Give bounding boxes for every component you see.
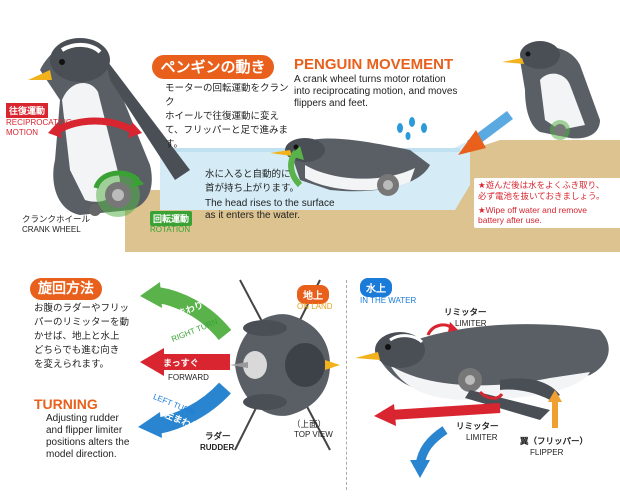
water-desc-jp: 水に入ると自動的に 首が持ち上がります。 (205, 168, 315, 196)
splash-drops (397, 117, 427, 140)
forward-en: FORWARD (168, 373, 209, 382)
movement-desc-jp-line: ホイールで往復運動に変え (165, 111, 280, 122)
swimming-penguin-detail (355, 324, 609, 420)
care-note-en-line: ★Wipe off water and remove (478, 205, 588, 215)
turning-title-jp: 旋回方法 (30, 278, 102, 300)
turning-desc-en-line: and flipper limiter (46, 425, 123, 436)
care-note-en: ★Wipe off water and remove battery after… (478, 205, 620, 225)
turning-desc-jp-line: かせば、地上と水上 (34, 331, 120, 342)
movement-desc-en-line: flippers and feet. (294, 98, 368, 109)
care-note-en-line: battery after use. (478, 215, 542, 225)
water-turn-scene (355, 322, 609, 478)
water-desc-en-line: The head rises to the surface (205, 198, 335, 209)
movement-title-jp: ペンギンの動き (152, 55, 274, 79)
movement-desc-jp-line: て、フリッパーと足で進みます。 (165, 125, 289, 150)
care-note-jp-line: ★遊んだ後は水をよくふき取り、 (478, 181, 605, 191)
top-view-penguin (230, 279, 340, 451)
limiter-top-en: LIMITER (455, 319, 487, 328)
top-view-label-en: TOP VIEW (294, 430, 333, 439)
in-water-tag: 水上 (360, 278, 392, 297)
turning-desc-jp: お腹のラダーやフリッ パーのリミッターを動 かせば、地上と水上 どちらでも進む向… (34, 302, 134, 372)
water-desc-jp-line: 首が持ち上がります。 (205, 183, 300, 194)
movement-desc-en-line: A crank wheel turns motor rotation (294, 74, 446, 85)
water-desc-en: The head rises to the surface as it ente… (205, 198, 355, 222)
water-desc-en-line: as it enters the water. (205, 210, 301, 221)
on-land-tag: 地上 (297, 285, 329, 304)
rudder-label-jp: ラダー (205, 432, 231, 442)
in-water-label-en: IN THE WATER (360, 296, 417, 305)
on-land-label-en: ON LAND (297, 302, 333, 311)
movement-desc-en-line: into reciprocating motion, and moves (294, 86, 458, 97)
turning-title-en: TURNING (34, 396, 98, 412)
top-view-label-jp: （上面） (292, 420, 327, 430)
care-note-jp-line: 必ず電池を抜いておきましょう。 (478, 192, 605, 202)
crank-label-jp: クランクホイール (22, 215, 91, 225)
movement-title-en: PENGUIN MOVEMENT (294, 56, 454, 73)
crank-label-en: CRANK WHEEL (22, 225, 81, 234)
water-desc-jp-line: 水に入ると自動的に (205, 169, 291, 180)
turning-desc-en-line: positions alters the (46, 437, 130, 448)
care-note: ★遊んだ後は水をよくふき取り、 必ず電池を抜いておきましょう。 ★Wipe of… (474, 178, 620, 228)
limiter-bottom-jp: リミッター (456, 422, 499, 432)
movement-desc-jp: モーターの回転運動をクランク ホイールで往復運動に変え て、フリッパーと足で進み… (165, 82, 295, 152)
right-turn-arrow (156, 287, 232, 341)
reciprocating-label-en-line: RECIPROCATING (6, 118, 73, 127)
walking-penguin-right (502, 41, 600, 140)
rudder-label-en: RUDDER (200, 443, 235, 452)
turning-scene (138, 279, 340, 451)
limiter-top-jp: リミッター (444, 308, 487, 318)
turning-desc-jp-line: どちらでも進む向き (34, 345, 120, 356)
reciprocating-arrow (56, 117, 134, 134)
forward-jp: まっすぐ (163, 359, 199, 369)
rotation-label-en: ROTATION (150, 225, 191, 234)
dive-arrow (415, 426, 448, 466)
turning-desc-en: Adjusting rudder and flipper limiter pos… (46, 413, 146, 461)
left-turn-arrow (156, 382, 231, 434)
turning-desc-jp-line: を変えられます。 (34, 359, 110, 370)
turning-desc-jp-line: お腹のラダーやフリッ (34, 303, 130, 314)
turning-desc-en-line: Adjusting rudder (46, 413, 119, 424)
care-note-jp: ★遊んだ後は水をよくふき取り、 必ず電池を抜いておきましょう。 (478, 181, 620, 203)
movement-desc-en: A crank wheel turns motor rotation into … (294, 74, 494, 110)
section-divider (346, 280, 347, 490)
flipper-label-jp: 翼（フリッパー） (520, 437, 589, 447)
limiter-bottom-en: LIMITER (466, 433, 498, 442)
rotation-label-jp: 回転運動 (150, 211, 193, 226)
flipper-label-en: FLIPPER (530, 448, 564, 457)
reciprocating-label-en: RECIPROCATING MOTION (6, 118, 72, 138)
movement-desc-jp-line: モーターの回転運動をクランク (165, 83, 289, 108)
turning-desc-en-line: model direction. (46, 449, 117, 460)
turning-desc-jp-line: パーのリミッターを動 (34, 317, 130, 328)
reciprocating-label-jp: 往復運動 (6, 103, 49, 118)
limiter-arrow-bottom (478, 390, 504, 400)
reciprocating-label-en-line: MOTION (6, 128, 38, 137)
water-flow-arrow-red (389, 403, 501, 420)
